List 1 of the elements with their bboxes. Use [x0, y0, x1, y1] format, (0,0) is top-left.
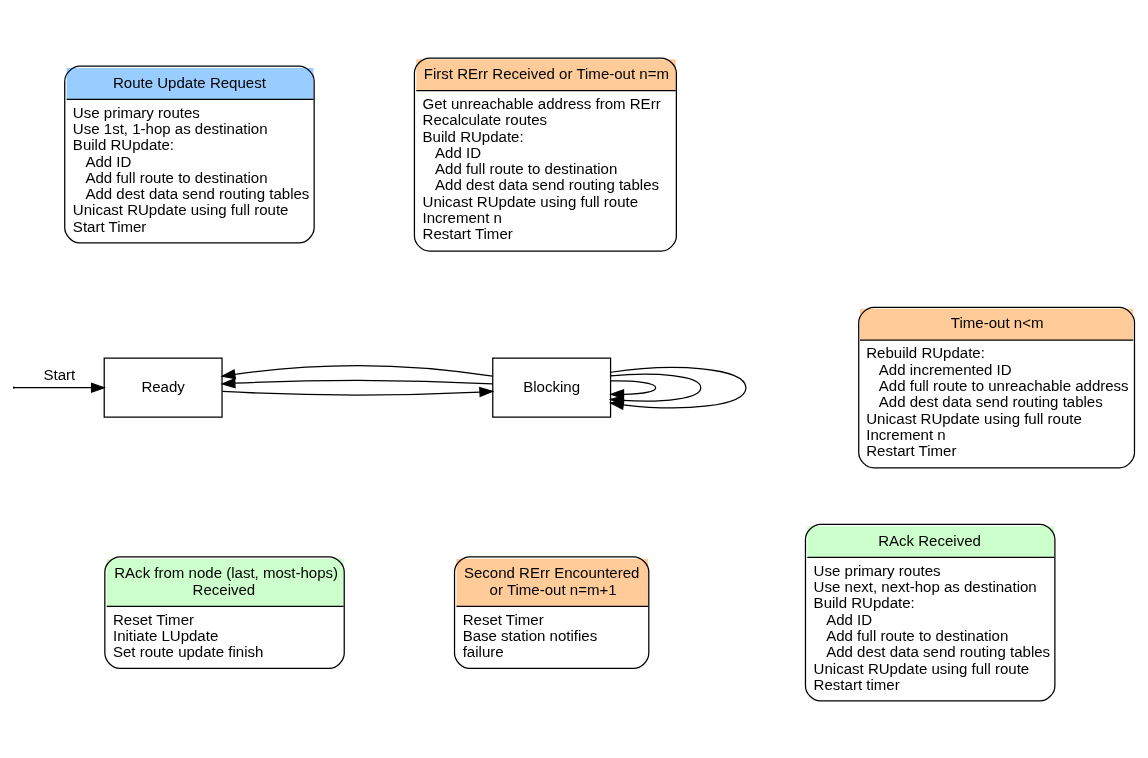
edge-label: Start [43, 365, 76, 383]
